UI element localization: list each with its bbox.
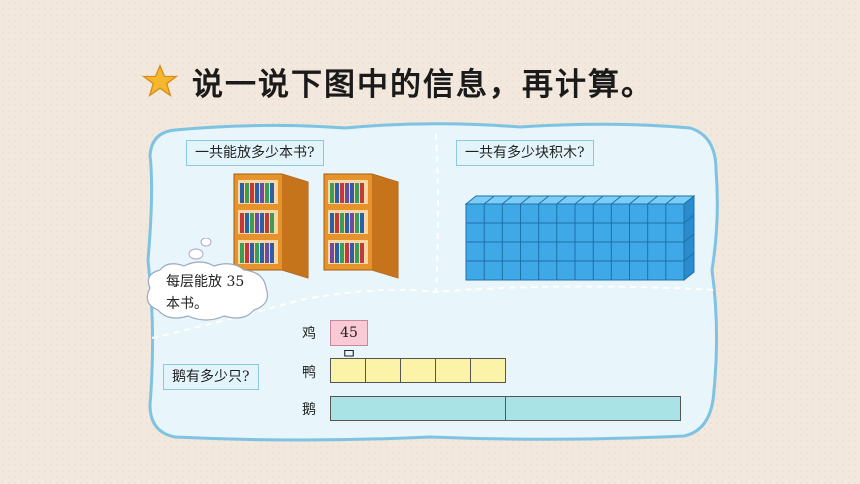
bubble-line-2: 本书。: [166, 296, 208, 312]
duck-bar-cell: [470, 358, 506, 383]
duck-bar-cell: [400, 358, 436, 383]
goose-bar-cell: [330, 396, 506, 421]
birds-question: 鹅有多少只?: [163, 364, 259, 390]
bubble-line-1: 每层能放 35: [166, 274, 245, 290]
duck-bar-cell: [435, 358, 471, 383]
books-question: 一共能放多少本书?: [186, 140, 324, 166]
blocks-question: 一共有多少块积木?: [456, 140, 594, 166]
header: 说一说下图中的信息，再计算。: [142, 58, 654, 104]
row-label-chicken: 鸡: [302, 326, 316, 342]
page-title: 说一说下图中的信息，再计算。: [192, 66, 654, 103]
blocks-illustration: [464, 194, 696, 282]
row-label-goose: 鹅: [302, 402, 316, 418]
goose-bar-cell: [505, 396, 681, 421]
row-label-duck: 鸭: [302, 365, 316, 381]
duck-bar-cell: [330, 358, 366, 383]
bookcases-illustration: [233, 173, 399, 279]
star-icon: [142, 63, 178, 98]
chicken-count-tag: 45 只: [330, 320, 368, 365]
thought-bubble: [146, 238, 269, 321]
duck-bar-cell: [365, 358, 401, 383]
